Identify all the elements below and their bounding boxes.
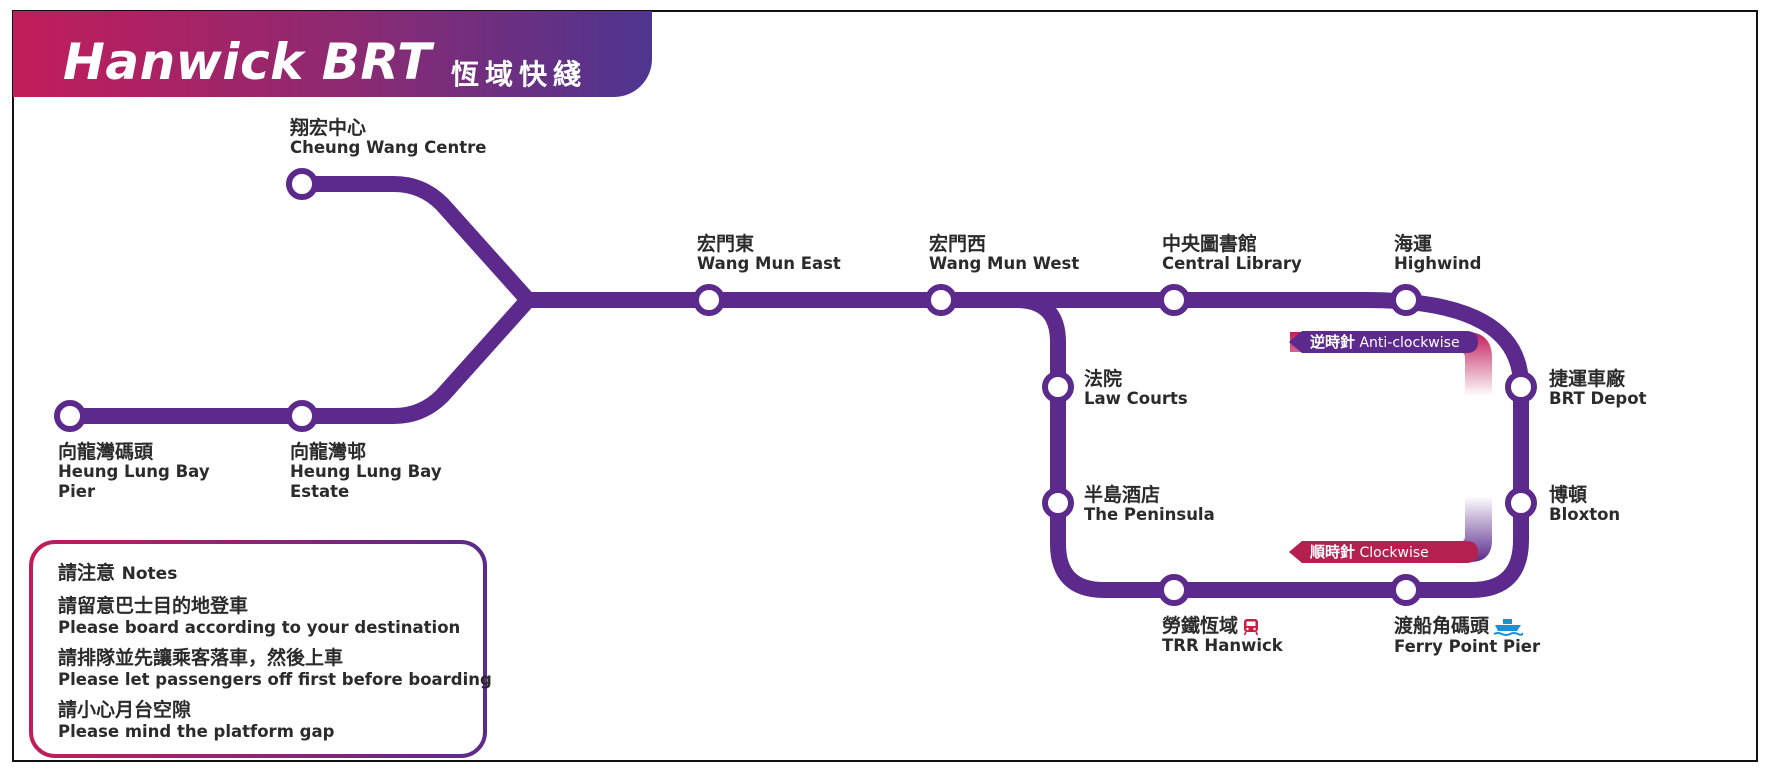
station-marker-highwind (1390, 284, 1422, 316)
station-name-en: Heung Lung Bay (290, 462, 442, 481)
anticlockwise-label: 逆時針 Anti-clockwise (1310, 334, 1460, 351)
page-title: Hanwick BRT (63, 33, 432, 91)
station-name-en: Highwind (1394, 254, 1482, 273)
station-marker-ferry-point (1390, 574, 1422, 606)
station-name-en: Ferry Point Pier (1394, 636, 1541, 656)
station-name-en: Central Library (1162, 254, 1302, 273)
station-name-zh: 捷運車廠 (1549, 368, 1626, 390)
station-name-en: Bloxton (1549, 505, 1621, 524)
station-marker-wang-mun-east (693, 284, 725, 316)
direction-anticlockwise (1289, 331, 1492, 396)
station-marker-central-library (1158, 284, 1190, 316)
anticlockwise-label-en: Anti-clockwise (1359, 335, 1460, 351)
ferry-icon (1493, 618, 1524, 636)
branch-cheung-wang (294, 176, 536, 308)
station-name-zh: 半島酒店 (1084, 484, 1161, 506)
clockwise-label: 順時針 Clockwise (1310, 544, 1429, 561)
notes-title: 請注意 Notes (58, 558, 492, 585)
station-name-zh: 海運 (1394, 233, 1433, 255)
title-banner: Hanwick BRT 恆域快綫 (13, 11, 652, 97)
note-item: 請小心月台空隙 Please mind the platform gap (58, 699, 492, 741)
note-en: Please mind the platform gap (58, 722, 335, 741)
notes-title-en: Notes (121, 564, 178, 584)
station-name-en: BRT Depot (1549, 389, 1647, 408)
station-label-trr-hanwick: 勞鐵恆域 TRR Hanwick (1162, 616, 1283, 656)
station-label-wang-mun-east: 宏門東 Wang Mun East (697, 234, 841, 274)
station-label-wang-mun-west: 宏門西 Wang Mun West (929, 234, 1079, 274)
note-zh: 請小心月台空隙 (58, 699, 192, 721)
note-zh: 請留意巴士目的地登車 (58, 595, 249, 617)
station-name-zh: 勞鐵恆域 (1162, 615, 1239, 637)
station-label-bloxton: 博頓 Bloxton (1549, 485, 1620, 525)
stations (54, 168, 1537, 606)
station-label-ferry-point: 渡船角碼頭 Ferry Point Pier (1394, 616, 1540, 657)
station-marker-peninsula (1042, 487, 1074, 519)
station-label-hlb-estate: 向龍灣邨 Heung Lung Bay Estate (290, 442, 442, 502)
clockwise-label-zh: 順時針 (1310, 543, 1356, 561)
station-name-en: Cheung Wang Centre (290, 138, 487, 157)
station-marker-law-courts (1042, 371, 1074, 403)
anticlockwise-label-zh: 逆時針 (1310, 333, 1356, 351)
station-label-cheung-wang: 翔宏中心 Cheung Wang Centre (290, 118, 486, 158)
trunk-line (520, 292, 1529, 598)
station-marker-trr-hanwick (1158, 574, 1190, 606)
station-marker-bloxton (1505, 487, 1537, 519)
station-label-brt-depot: 捷運車廠 BRT Depot (1549, 369, 1646, 409)
station-marker-hlb-pier (54, 400, 86, 432)
note-item: 請留意巴士目的地登車 Please board according to you… (58, 595, 492, 637)
note-zh: 請排隊並先讓乘客落車，然後上車 (58, 647, 344, 669)
station-name-zh: 翔宏中心 (290, 117, 367, 139)
station-name-en: Pier (58, 482, 96, 501)
notes-border (29, 540, 487, 758)
station-name-zh: 中央圖書館 (1162, 233, 1258, 255)
route-line (62, 176, 1529, 598)
station-name-zh: 渡船角碼頭 (1394, 615, 1490, 637)
station-name-zh: 法院 (1084, 368, 1123, 390)
station-name-zh: 向龍灣邨 (290, 441, 367, 463)
station-name-en: Wang Mun East (697, 254, 841, 273)
note-en: Please let passengers off first before b… (58, 670, 492, 689)
station-name-en: TRR Hanwick (1162, 636, 1283, 655)
station-name-en: Wang Mun West (929, 254, 1080, 273)
station-name-zh: 博頓 (1549, 484, 1588, 506)
station-label-law-courts: 法院 Law Courts (1084, 369, 1188, 409)
note-en: Please board according to your destinati… (58, 618, 461, 637)
branch-heung-lung-bay (62, 292, 536, 424)
station-name-en: Estate (290, 482, 350, 501)
station-label-peninsula: 半島酒店 The Peninsula (1084, 485, 1215, 525)
notes-title-zh: 請注意 (58, 562, 116, 584)
station-marker-wang-mun-west (925, 284, 957, 316)
station-name-zh: 向龍灣碼頭 (58, 441, 154, 463)
station-name-zh: 宏門西 (929, 233, 987, 255)
station-name-en: Law Courts (1084, 389, 1188, 408)
page-title-chinese: 恆域快綫 (451, 58, 588, 91)
direction-clockwise (1289, 496, 1492, 563)
train-icon (1243, 618, 1259, 635)
station-label-central-library: 中央圖書館 Central Library (1162, 234, 1302, 274)
notes-box: 請注意 Notes 請留意巴士目的地登車 Please board accord… (28, 540, 492, 758)
station-name-en: The Peninsula (1084, 505, 1215, 524)
station-label-hlb-pier: 向龍灣碼頭 Heung Lung Bay Pier (58, 442, 210, 502)
station-name-zh: 宏門東 (697, 233, 755, 255)
station-name-en: Heung Lung Bay (58, 462, 210, 481)
clockwise-label-en: Clockwise (1359, 545, 1429, 561)
station-marker-hlb-estate (286, 400, 318, 432)
station-marker-cheung-wang (286, 168, 318, 200)
station-marker-brt-depot (1505, 371, 1537, 403)
note-item: 請排隊並先讓乘客落車，然後上車 Please let passengers of… (58, 647, 492, 689)
station-label-highwind: 海運 Highwind (1394, 234, 1481, 274)
